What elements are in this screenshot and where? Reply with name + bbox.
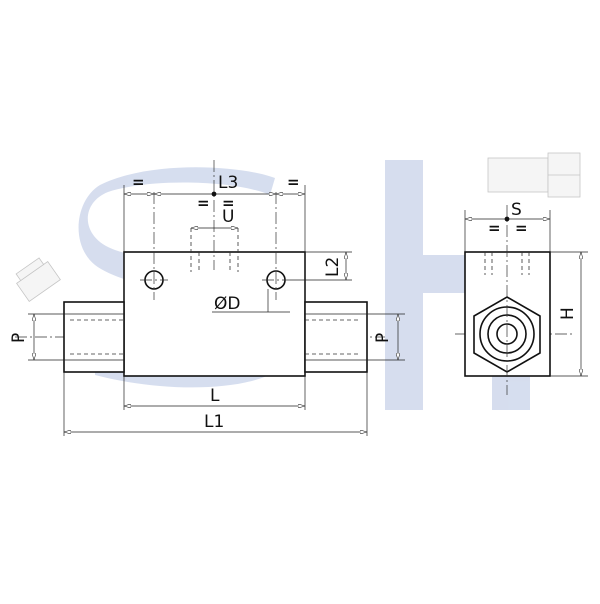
equal-mark-left-top: = <box>132 173 145 191</box>
label-p-right: P <box>373 333 393 343</box>
right-port <box>304 301 368 373</box>
label-l1: L1 <box>204 412 224 432</box>
label-s: S <box>511 200 522 220</box>
fitting-left <box>15 257 61 302</box>
side-view: S = = H <box>464 200 588 395</box>
label-u: U <box>222 207 234 227</box>
equal-mark-l3-right: = <box>222 194 235 212</box>
label-h: H <box>558 307 578 320</box>
label-l: L <box>210 386 220 406</box>
front-view: = = L3 = = U L2 ØD P P L L1 <box>9 160 575 436</box>
equal-mark-l3-left: = <box>197 194 210 212</box>
label-l3: L3 <box>218 173 238 193</box>
label-od: ØD <box>214 294 240 314</box>
label-l2: L2 <box>323 257 343 277</box>
left-port <box>63 301 125 373</box>
equal-mark-s-left: = <box>488 219 501 237</box>
label-p-left: P <box>9 333 29 343</box>
equal-mark-s-right: = <box>515 219 528 237</box>
fitting-top-right <box>487 152 581 198</box>
equal-mark-right-top: = <box>287 173 300 191</box>
